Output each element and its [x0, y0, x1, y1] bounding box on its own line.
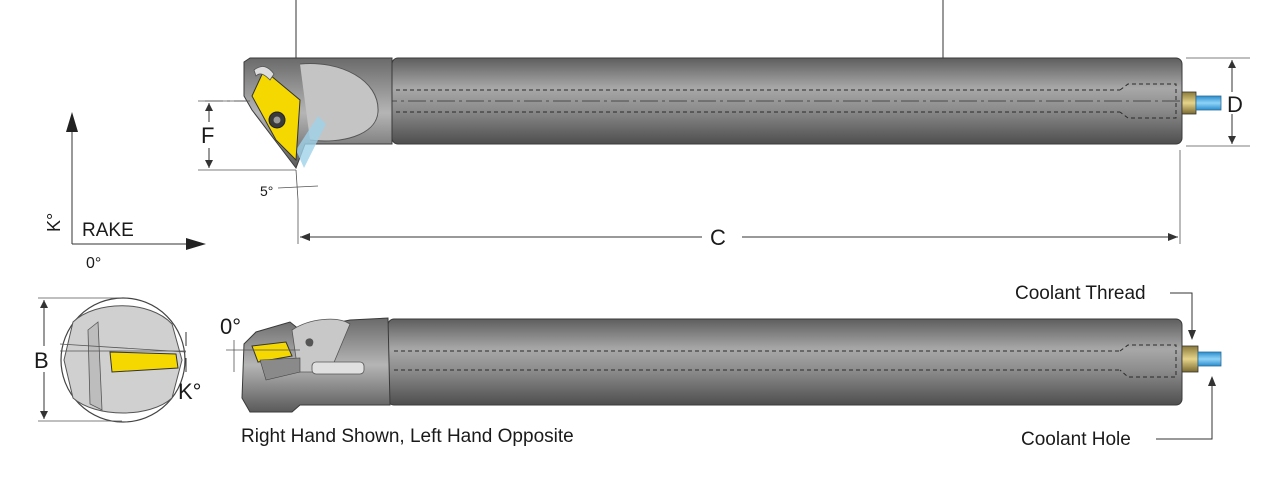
top-insert-screw-socket — [273, 116, 281, 124]
five-deg-label: 5° — [260, 183, 273, 199]
d-arrowhead-top — [1228, 60, 1236, 68]
c-dimension: C — [297, 150, 1181, 250]
end-view-insert — [109, 351, 179, 373]
top-view: D F 5° — [198, 0, 1250, 201]
b-arrowhead-bottom — [40, 411, 48, 419]
b-arrowhead-top — [40, 300, 48, 308]
c-label: C — [710, 225, 726, 250]
top-coolant-fitting — [1181, 91, 1197, 115]
k-axis-arrow-icon — [66, 112, 78, 132]
side-seat — [259, 357, 301, 381]
end-view-flank — [87, 321, 103, 411]
side-coolant-fitting — [1181, 345, 1199, 373]
caption: Right Hand Shown, Left Hand Opposite — [241, 426, 574, 447]
zero-deg-label: 0° — [86, 255, 101, 272]
side-screw — [305, 338, 314, 347]
coolant-hole-label: Coolant Hole — [1021, 429, 1131, 450]
coolant-thread-arrowhead — [1188, 330, 1196, 340]
f-arrowhead-top — [205, 103, 213, 111]
top-chip-shadow — [296, 116, 326, 168]
coolant-hole-leader — [1156, 378, 1213, 440]
c-arrowhead-right — [1168, 233, 1178, 241]
end-view: B K° — [34, 297, 201, 423]
coolant-thread-label: Coolant Thread — [1015, 283, 1146, 304]
five-deg-arc — [277, 185, 319, 189]
top-coolant-nozzle — [1195, 95, 1222, 111]
top-clamp-lever — [253, 66, 275, 81]
side-clamp — [291, 318, 351, 373]
side-view: 0° Coolant Thread Coolant Hole Right Han… — [220, 283, 1222, 450]
rake-axes: K° RAKE 0° — [44, 112, 206, 272]
rake-axis-arrow-icon — [186, 238, 206, 250]
side-coolant-nozzle — [1197, 351, 1222, 367]
side-insert — [251, 341, 293, 363]
f-arrowhead-bottom — [205, 160, 213, 168]
top-coolant-thread-bore — [1119, 83, 1177, 119]
k-axis-label: K° — [44, 213, 64, 232]
d-label: D — [1227, 92, 1243, 117]
c-arrowhead-left — [300, 233, 310, 241]
b-label: B — [34, 348, 49, 373]
d-arrowhead-bottom — [1228, 136, 1236, 144]
f-label: F — [201, 123, 214, 148]
side-pin — [311, 361, 365, 375]
side-coolant-thread-bore — [1119, 344, 1177, 378]
side-bar-shank — [387, 318, 1183, 406]
k-side-label: K° — [178, 379, 201, 404]
rake-label: RAKE — [82, 220, 134, 241]
side-zero-deg-label: 0° — [220, 314, 241, 339]
coolant-hole-arrowhead — [1208, 376, 1216, 386]
coolant-thread-leader — [1170, 292, 1193, 338]
five-deg-ext — [295, 169, 299, 201]
